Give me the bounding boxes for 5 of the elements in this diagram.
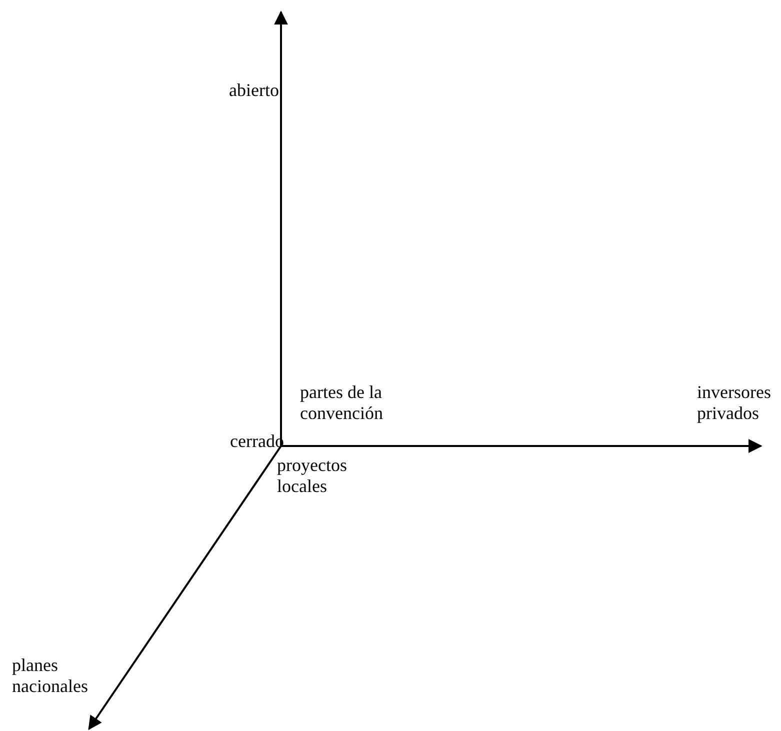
axis-label: planes nacionales	[12, 655, 89, 697]
axis-label: partes de la convención	[300, 382, 384, 424]
axis-label: proyectos locales	[277, 455, 348, 497]
axis-label: inversores privados	[697, 382, 772, 424]
axis-label: abierto	[229, 80, 280, 101]
